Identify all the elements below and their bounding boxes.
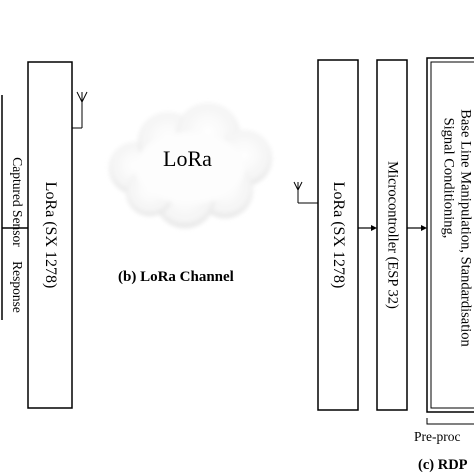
left-antenna-icon [72, 91, 88, 129]
lora-to-mcu-arrowhead [371, 225, 377, 231]
lora-cloud-icon [109, 103, 272, 228]
mcu-block [376, 59, 408, 411]
left-lora-label: LoRa (SX 1278) [42, 181, 59, 289]
processing-label-line1: Signal Conditioning, [440, 117, 457, 239]
right-lora-block [317, 59, 359, 411]
preproc-bracket [426, 418, 474, 425]
left-lora-block [27, 61, 73, 409]
processing-block-outer [426, 57, 474, 413]
processing-block-inner [430, 61, 474, 409]
mcu-label: Microcontroller (ESP 32) [384, 161, 401, 309]
input-label-line1: Captured Sensor [9, 157, 25, 247]
right-antenna-icon [293, 181, 318, 204]
input-label-line2: Response [9, 261, 25, 313]
preproc-label: Pre-proc [414, 429, 461, 444]
channel-caption: (b) LoRa Channel [118, 269, 234, 285]
mcu-to-processing-arrowhead [421, 225, 427, 231]
cloud-label: LoRa [163, 146, 212, 171]
right-lora-label: LoRa (SX 1278) [330, 181, 347, 289]
rdp-caption: (c) RDP [418, 457, 468, 473]
processing-label-line2: Base Line Manipulation, Standardisation [457, 109, 474, 347]
